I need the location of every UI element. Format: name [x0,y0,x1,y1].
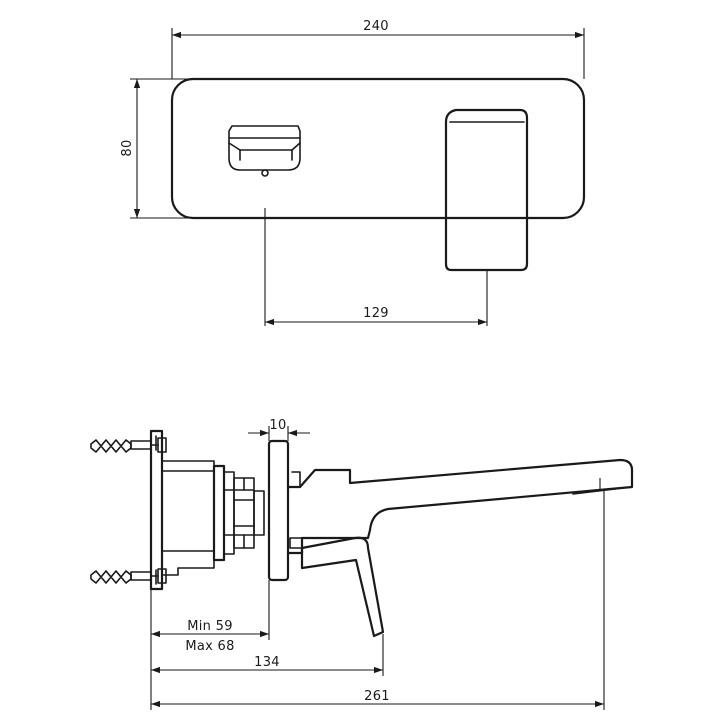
lever-handle-side [300,536,385,638]
dimension-240: 240 [171,19,585,79]
dimension-min-max: Min 59 Max 68 [150,580,270,710]
spout-side-view [286,458,634,555]
top-view: 240 80 129 [120,19,586,326]
dimension-80: 80 [120,78,190,219]
dimension-label-spacing: 129 [363,306,389,321]
dimension-129: 129 [264,208,488,326]
dimension-label-spout: 134 [254,655,280,670]
mounting-bracket [149,429,164,591]
dimension-label-max: Max 68 [185,639,234,654]
wall-anchor-upper [90,439,159,453]
handle-top-view [228,125,301,177]
wall-plate-outline [170,77,586,220]
dimension-label-total: 261 [364,689,390,704]
valve-body [212,464,265,562]
spout-top-view [444,108,529,272]
dimension-label-width: 240 [363,19,389,34]
dimension-134: 134 [151,634,384,676]
dimension-261: 261 [151,491,605,710]
bracket-arms [161,460,215,576]
dimension-label-height: 80 [120,139,135,156]
side-view: 10 Min 59 Max 68 134 261 [90,418,634,710]
cover-plate-side [267,439,290,582]
wall-anchor-lower [90,570,159,584]
dimension-label-plate: 10 [269,418,286,433]
dimension-label-min: Min 59 [187,619,233,634]
dimension-10: 10 [248,418,310,441]
